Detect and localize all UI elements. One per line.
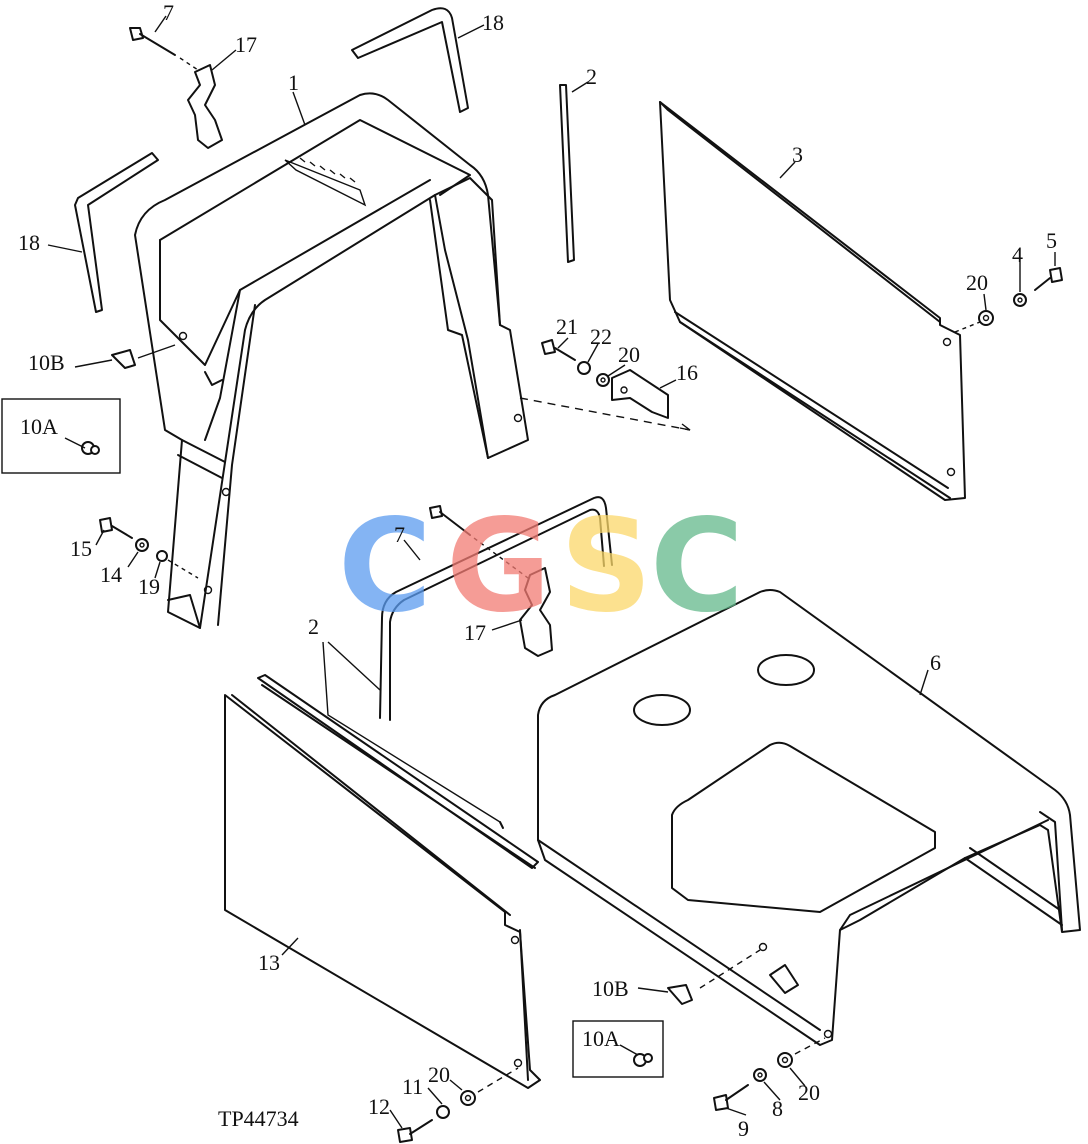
part-3-right-side-panel xyxy=(659,101,966,501)
part-18-seal-strips xyxy=(74,7,469,313)
figure-code: TP44734 xyxy=(218,1106,299,1131)
callout-10b-top: 10B xyxy=(28,350,65,375)
callout-20-bottom: 20 xyxy=(428,1062,450,1087)
leader-lines xyxy=(47,15,1056,1129)
watermark-letter-3: S xyxy=(560,492,652,641)
callout-14: 14 xyxy=(100,562,122,587)
callout-13: 13 xyxy=(258,950,280,975)
callout-18-left: 18 xyxy=(18,230,40,255)
callout-9: 9 xyxy=(738,1116,749,1141)
support-hoop xyxy=(379,496,613,721)
callout-2-top: 2 xyxy=(586,64,597,89)
callout-7-top: 7 xyxy=(163,0,174,25)
watermark-letter-2: G xyxy=(446,492,551,641)
callout-box-10a-top xyxy=(1,398,121,474)
watermark: C G S C xyxy=(338,492,744,641)
callout-20-right: 20 xyxy=(966,270,988,295)
watermark-letter-4: C xyxy=(650,492,744,641)
callout-2-mid: 2 xyxy=(308,614,319,639)
callout-22: 22 xyxy=(590,324,612,349)
callout-1: 1 xyxy=(288,70,299,95)
callout-box-10a-bottom xyxy=(572,1020,664,1078)
part-17-latches xyxy=(187,64,553,657)
callout-16: 16 xyxy=(676,360,698,385)
callout-10b-bottom: 10B xyxy=(592,976,629,1001)
watermark-letter-1: C xyxy=(338,492,432,641)
part-6-front-hood xyxy=(537,589,1081,1046)
callout-11: 11 xyxy=(402,1074,423,1099)
callout-12: 12 xyxy=(368,1094,390,1119)
callout-10a-bottom: 10A xyxy=(582,1026,620,1051)
part-2-trim-strips xyxy=(257,84,575,869)
callout-17-mid: 17 xyxy=(464,620,486,645)
callout-labels: 7 17 18 1 2 3 18 10B 10A 21 22 20 16 20 … xyxy=(18,0,1057,1141)
callout-8: 8 xyxy=(772,1096,783,1121)
callout-18-top: 18 xyxy=(482,10,504,35)
callout-17-top: 17 xyxy=(235,32,257,57)
callout-4: 4 xyxy=(1012,242,1023,267)
callout-7-mid: 7 xyxy=(394,522,405,547)
part-16-bracket xyxy=(611,369,669,419)
callout-20-mid: 20 xyxy=(618,342,640,367)
callout-10a-top: 10A xyxy=(20,414,58,439)
callout-19: 19 xyxy=(138,574,160,599)
callout-6: 6 xyxy=(930,650,941,675)
part-1-upper-shroud xyxy=(134,92,529,629)
part-13-left-side-panel xyxy=(224,694,541,1089)
callout-5: 5 xyxy=(1046,228,1057,253)
callout-20-bottom-right: 20 xyxy=(798,1080,820,1105)
callout-15: 15 xyxy=(70,536,92,561)
callout-3: 3 xyxy=(792,142,803,167)
callout-21: 21 xyxy=(556,314,578,339)
